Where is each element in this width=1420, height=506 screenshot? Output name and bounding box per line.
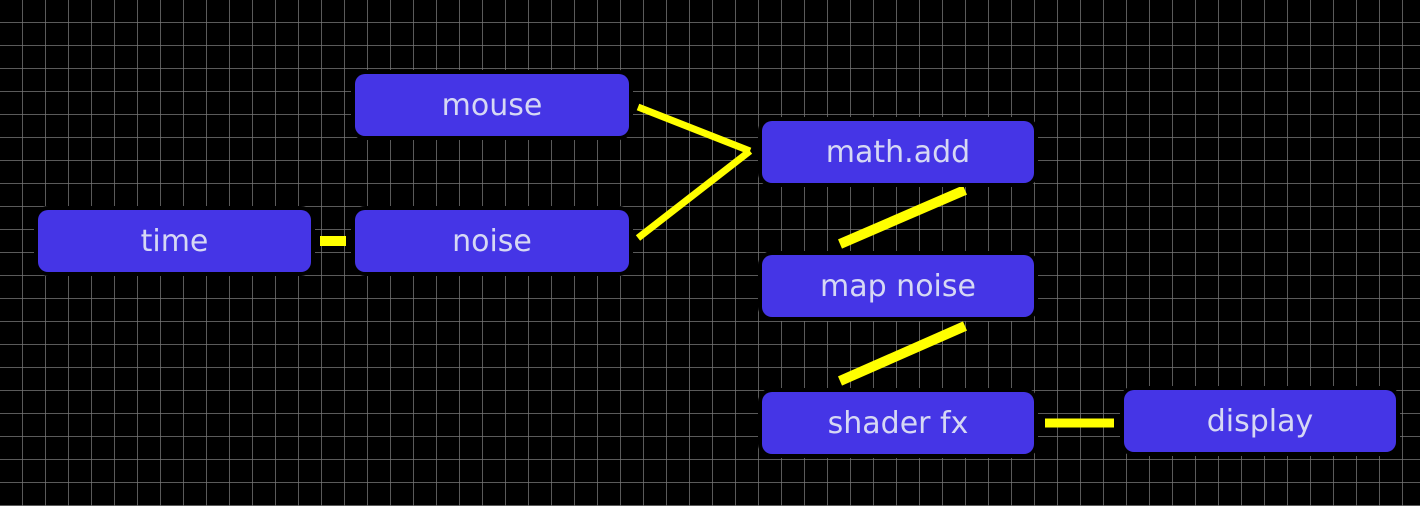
node-label: mouse xyxy=(441,87,543,123)
node-label: time xyxy=(140,223,209,259)
node-time[interactable]: time xyxy=(38,210,311,272)
node-map-noise[interactable]: map noise xyxy=(762,255,1034,317)
node-label: noise xyxy=(452,223,532,259)
node-shader-fx[interactable]: shader fx xyxy=(762,392,1034,454)
node-noise[interactable]: noise xyxy=(355,210,629,272)
wire-noise-to-math-add xyxy=(635,148,753,241)
node-label: math.add xyxy=(825,134,971,170)
node-label: display xyxy=(1206,403,1314,439)
node-mouse[interactable]: mouse xyxy=(355,74,629,136)
node-display[interactable]: display xyxy=(1124,390,1396,452)
wire-math-add-to-map-noise xyxy=(838,185,967,249)
wire-map-noise-to-shader-fx xyxy=(837,321,968,386)
wire-mouse-to-math-add xyxy=(636,103,752,155)
node-math-add[interactable]: math.add xyxy=(762,121,1034,183)
node-label: shader fx xyxy=(827,405,969,441)
node-label: map noise xyxy=(820,268,976,304)
